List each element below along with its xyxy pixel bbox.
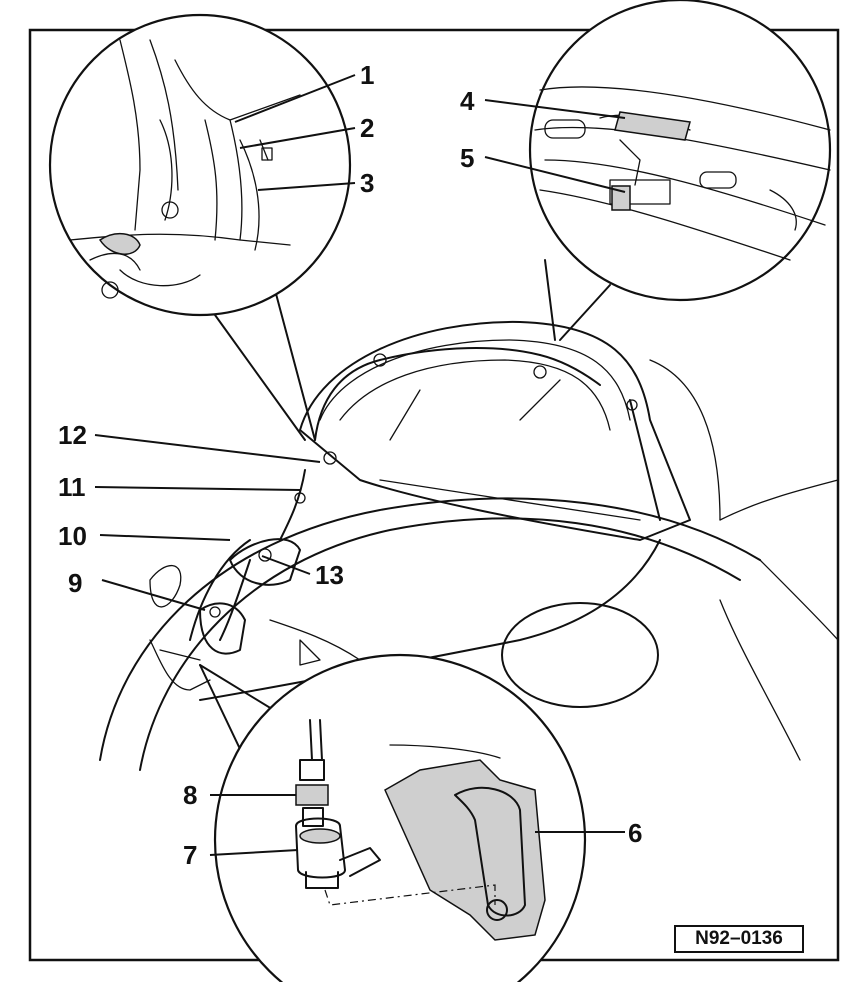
- callout-1: 1: [360, 60, 374, 90]
- leader-lines: [94, 74, 626, 856]
- washer-pump: [295, 817, 346, 879]
- callout-2: 2: [360, 113, 374, 143]
- callout-12: 12: [58, 420, 87, 450]
- callout-4: 4: [460, 86, 475, 116]
- car-body-drawing: [99, 320, 839, 771]
- callout-8: 8: [183, 780, 197, 810]
- callout-5: 5: [460, 143, 474, 173]
- detail-view-bonnet-clip: [528, 0, 832, 341]
- hose-connector: [299, 759, 325, 781]
- callout-9: 9: [68, 568, 82, 598]
- callout-7: 7: [183, 840, 197, 870]
- grommet-seal: [295, 784, 329, 806]
- callout-10: 10: [58, 521, 87, 551]
- callout-3: 3: [360, 168, 374, 198]
- detail-view-washer-nozzle: [48, 13, 352, 441]
- callout-11: 11: [58, 472, 86, 502]
- washer-reservoir: [384, 759, 546, 941]
- callout-6: 6: [628, 818, 642, 848]
- detail-view-washer-pump: [199, 653, 587, 982]
- figure-reference-code: N92–0136: [674, 925, 804, 953]
- callout-13: 13: [315, 560, 344, 590]
- callout-labels: 1 2 3 4 5 6 7 8 9 10 11 12 13: [58, 60, 642, 870]
- headlight-outline: [501, 602, 659, 708]
